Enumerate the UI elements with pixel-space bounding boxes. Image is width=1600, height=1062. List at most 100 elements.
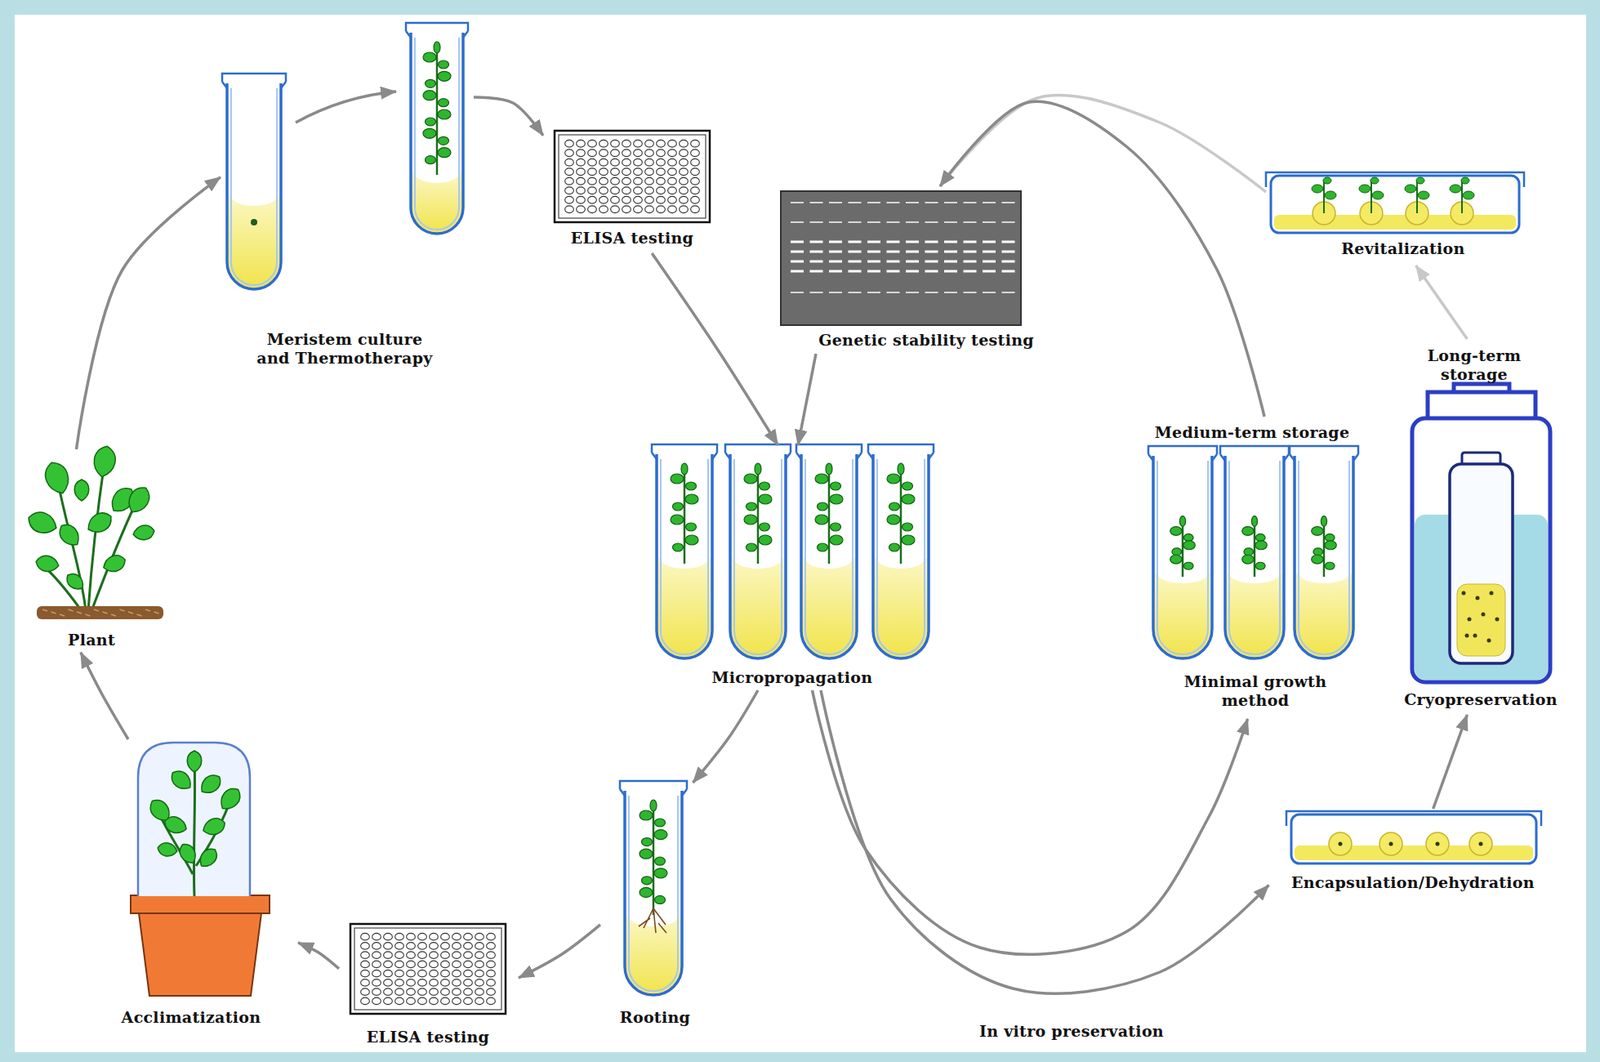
plate-well bbox=[622, 196, 632, 204]
leaf bbox=[1324, 561, 1335, 570]
stage-label: Medium-term storage bbox=[1117, 423, 1387, 442]
plate-well bbox=[475, 942, 485, 950]
plate-well bbox=[565, 158, 575, 166]
gel-band bbox=[944, 240, 958, 244]
stage-label: Encapsulation/Dehydration bbox=[1272, 873, 1555, 892]
leaf bbox=[423, 128, 437, 139]
plate-well bbox=[372, 951, 382, 959]
seedling-stem bbox=[1370, 180, 1373, 214]
leaf bbox=[639, 886, 653, 897]
explant-dot bbox=[1338, 842, 1343, 847]
seedling-stem bbox=[1461, 180, 1463, 214]
plate-well bbox=[383, 997, 393, 1005]
plate-well bbox=[679, 149, 689, 157]
leaf bbox=[654, 829, 668, 840]
leaf-bud bbox=[650, 799, 657, 812]
dish-body bbox=[1270, 175, 1520, 233]
gel-band bbox=[905, 240, 919, 244]
plate-well bbox=[383, 951, 393, 959]
dish-lid bbox=[1265, 172, 1525, 188]
leaf bbox=[176, 840, 200, 866]
gel-band bbox=[982, 250, 996, 254]
plate-well bbox=[668, 158, 678, 166]
leaf bbox=[1324, 191, 1337, 200]
plate-frame bbox=[554, 130, 710, 223]
plate-well bbox=[588, 139, 598, 148]
plate-well bbox=[633, 158, 643, 166]
gel-band bbox=[905, 270, 919, 273]
gel-band bbox=[1002, 250, 1016, 254]
micropropagation-stage: Micropropagation bbox=[649, 445, 936, 691]
leaf bbox=[902, 481, 914, 491]
gel-band bbox=[810, 260, 824, 263]
plate-well bbox=[418, 951, 428, 959]
leaf bbox=[1370, 177, 1379, 184]
plate-well bbox=[588, 187, 598, 195]
tube-cap bbox=[619, 780, 687, 796]
plate-well bbox=[429, 932, 439, 941]
flow-arrow bbox=[473, 97, 544, 136]
process-arrow bbox=[295, 91, 397, 123]
plate-well bbox=[633, 187, 643, 195]
leaf-bud bbox=[1251, 516, 1257, 527]
plate-well bbox=[463, 997, 473, 1005]
plate-well bbox=[656, 196, 666, 204]
leaf-bud bbox=[897, 463, 905, 475]
tube-glass bbox=[1294, 455, 1354, 659]
plantlet-stem bbox=[900, 468, 903, 564]
soil bbox=[36, 606, 164, 620]
plate-well bbox=[418, 979, 428, 987]
gel-band bbox=[848, 260, 862, 263]
leaf bbox=[686, 522, 697, 531]
gel-band bbox=[925, 221, 939, 223]
plate-well bbox=[441, 932, 451, 941]
leaf bbox=[1372, 191, 1384, 200]
tube-cap bbox=[405, 22, 468, 38]
plate-well bbox=[679, 187, 689, 195]
roots bbox=[638, 908, 667, 933]
plate-well bbox=[486, 960, 496, 968]
tube-wall bbox=[801, 454, 857, 659]
tube-glass bbox=[656, 454, 713, 659]
plate-well bbox=[576, 177, 586, 185]
leaf bbox=[746, 502, 758, 511]
leaf bbox=[437, 109, 451, 120]
leaf bbox=[1311, 184, 1324, 193]
culture-tube bbox=[619, 780, 687, 995]
culture-medium bbox=[228, 196, 280, 288]
plate-well bbox=[610, 158, 620, 166]
plate-well bbox=[475, 988, 485, 996]
leaf bbox=[1170, 526, 1182, 536]
plate-well bbox=[418, 997, 428, 1005]
plate-well bbox=[690, 177, 700, 185]
plate-well bbox=[576, 187, 586, 195]
culture-tube bbox=[651, 444, 718, 659]
plate-well bbox=[565, 205, 575, 214]
leaf bbox=[1255, 540, 1267, 550]
plate-well bbox=[395, 951, 405, 959]
plate-well bbox=[565, 149, 575, 157]
gel-band bbox=[810, 270, 824, 273]
gel-band bbox=[867, 291, 881, 294]
soil-texture bbox=[111, 614, 116, 616]
leaf bbox=[74, 479, 90, 501]
plate-well bbox=[486, 951, 496, 959]
gel-band bbox=[886, 201, 901, 204]
plate-well bbox=[395, 997, 405, 1005]
plate-well bbox=[610, 149, 620, 157]
plate-well bbox=[668, 177, 678, 185]
dewar-body bbox=[1412, 418, 1551, 682]
plate-well bbox=[645, 177, 655, 185]
gel-band bbox=[925, 250, 939, 254]
plate-well bbox=[406, 988, 416, 996]
culture-tube bbox=[405, 22, 468, 234]
plate-well bbox=[690, 205, 700, 214]
plate-well bbox=[565, 196, 575, 204]
leaf bbox=[639, 810, 653, 821]
leaf bbox=[1313, 548, 1324, 556]
plate-well bbox=[406, 960, 416, 968]
gel-band bbox=[905, 250, 919, 254]
seedling-stem bbox=[1323, 180, 1325, 214]
culture-medium bbox=[731, 558, 785, 657]
